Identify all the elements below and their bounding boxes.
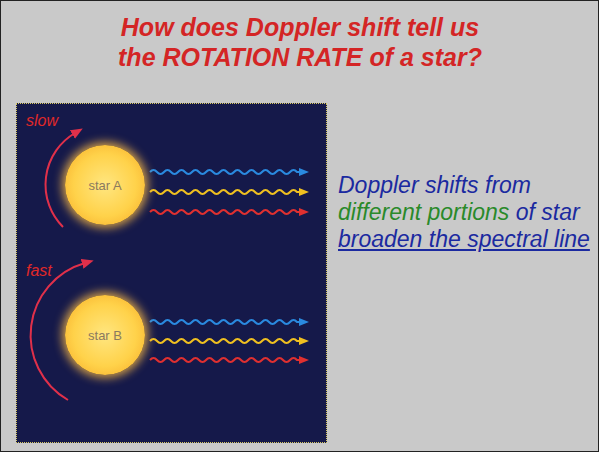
star-label: star A: [88, 178, 121, 193]
wave-arrow: [150, 320, 301, 324]
explanation-part: broaden the spectral line: [338, 226, 590, 252]
wave-arrow: [150, 339, 301, 343]
explanation-part: Doppler shifts from: [338, 172, 531, 198]
wave-arrow: [150, 170, 301, 174]
speed-label: fast: [26, 262, 52, 280]
star-label: star B: [88, 328, 122, 343]
slide-title: How does Doppler shift tell us the ROTAT…: [40, 12, 560, 72]
speed-label: slow: [26, 112, 58, 130]
wave-arrow: [150, 190, 301, 194]
star-disc: star B: [65, 295, 145, 375]
wave-arrow: [150, 210, 301, 214]
explanation-text: Doppler shifts from different portions o…: [338, 172, 590, 253]
explanation-part: of star: [516, 199, 580, 225]
explanation-part: different portions: [338, 199, 509, 225]
star-disc: star A: [65, 145, 145, 225]
wave-arrow: [150, 358, 301, 362]
